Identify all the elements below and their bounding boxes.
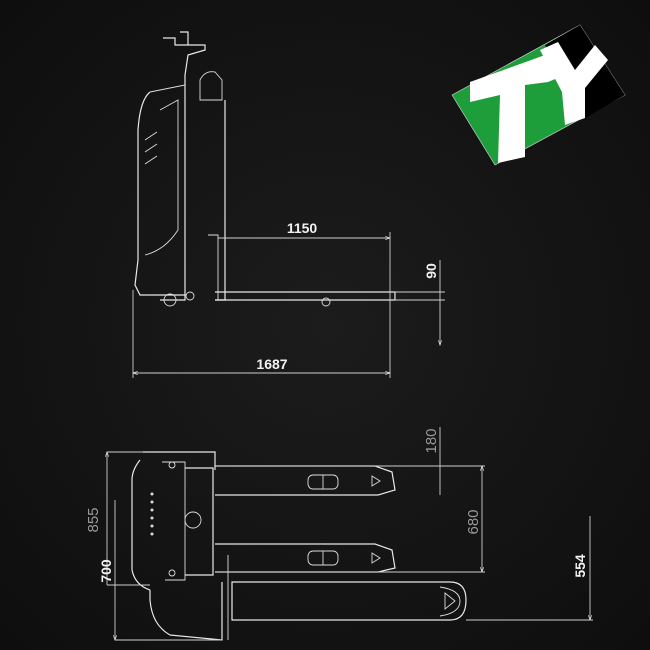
dim-90: 90 <box>423 263 439 279</box>
dim-680: 680 <box>465 509 482 534</box>
dim-554: 554 <box>572 554 588 578</box>
top-view <box>131 451 467 641</box>
dim-1150: 1150 <box>287 220 318 236</box>
indicator-dots <box>150 492 154 536</box>
dim-855: 855 <box>85 507 102 532</box>
side-view-dimensions: 1150 1687 90 <box>133 220 445 378</box>
dim-1687: 1687 <box>256 356 287 372</box>
dim-180: 180 <box>423 428 440 453</box>
ty-logo <box>451 24 626 166</box>
top-view-dimensions: 855 700 180 680 554 <box>85 427 593 640</box>
side-view <box>134 31 396 307</box>
dim-700: 700 <box>98 559 114 583</box>
